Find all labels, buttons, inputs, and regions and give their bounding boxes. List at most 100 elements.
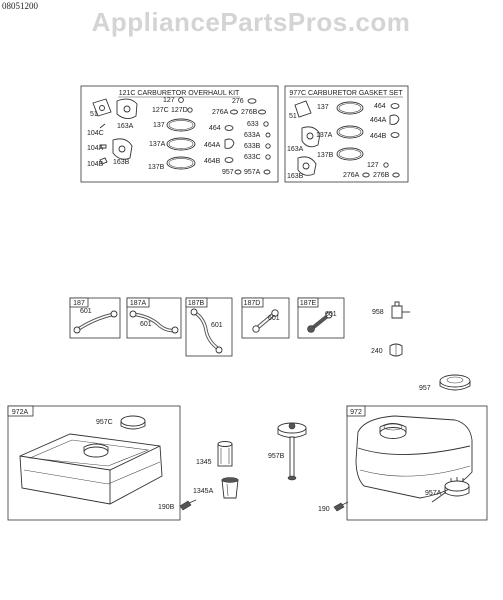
hose-187b-clamp-a [190,308,198,316]
washer-977c-276b-shape [392,172,400,178]
label-464b: 464B [204,158,221,165]
label-137b: 137B [148,164,165,171]
label-957b: 957B [268,453,285,460]
hose-187: 187 601 [69,297,121,339]
label-276: 276 [232,98,244,105]
hose-187-title: 187 [73,300,85,307]
label-957a: 957A [244,169,261,176]
hose-187a-part-label: 601 [140,321,152,328]
label-957a-tank: 957A [425,490,442,497]
gasket-163a-shape [116,98,138,119]
oring-977c-137a-shape [336,125,364,139]
fuel-gauge-957b: 957B [268,422,307,481]
gasket-163b-hole [118,145,126,153]
label-977c-276b: 276B [373,172,390,179]
seal-464-shape [224,125,234,131]
washer-276a-shape [230,109,238,115]
label-957: 957 [222,169,234,176]
label-127c: 127C [152,107,169,114]
label-633: 633 [247,121,259,128]
washer-276-shape [247,98,257,104]
gasket-163a-hole [123,105,131,113]
hose-187e-clamp-b [325,311,333,319]
gasket-51-977c-shape [294,100,312,118]
pin-104a-shape [99,144,107,149]
gauge-957b-stem [289,436,295,478]
label-190b: 190B [158,504,175,511]
label-1345: 1345 [196,459,212,466]
label-163b: 163B [113,159,130,166]
part-957-shape [234,169,242,175]
tank-972a-body [19,433,163,505]
hose-187b-tube-highlight [193,311,221,351]
fuel-line-clip-240: 240 [371,343,403,357]
hose-187d-frame [241,297,290,339]
label-190: 190 [318,506,330,513]
hose-187a: 187A 601 [126,297,182,339]
pin-104b-shape [99,157,108,165]
hose-187d-part-label: 601 [268,315,280,322]
label-977c-163a: 163A [287,146,304,153]
valve-958-body [391,305,403,319]
label-977c-276a: 276A [343,172,360,179]
tank-972-tab [346,405,366,417]
hose-187a-clamp-b [171,326,179,334]
label-276b: 276B [241,109,258,116]
oring-977c-137b-shape [336,147,364,161]
cap-957c-side [120,421,146,430]
fuel-strainer-1345: 1345 [196,441,233,467]
label-127: 127 [163,97,175,104]
tank-972-filler-neck [379,427,407,439]
fuel-shutoff-958: 958 [372,301,410,319]
label-977c-127: 127 [367,162,379,169]
tank-972a-top-panel [28,439,150,467]
hose-187-clamp-a [73,326,81,334]
oring-137a-inner [168,139,194,149]
seal-977c-464a-shape [389,114,400,125]
oring-977c-137-shape [336,101,364,115]
label-137: 137 [153,122,165,129]
hose-187b-clamp-b [215,346,223,354]
label-957: 957 [419,385,431,392]
label-163a: 163A [117,123,134,130]
strainer-1345-body [217,443,233,467]
hose-187b-frame [185,297,233,357]
oring-137-shape [166,118,196,132]
label-276a: 276A [212,109,229,116]
ring-127-shape [178,97,184,103]
cap-957c-top [120,415,146,427]
label-977c-137: 137 [317,104,329,111]
fuel-tank-972: 972 957A [346,405,488,521]
washer-977c-276a-shape [362,172,370,178]
gasket-set-977c: 977C CARBURETOR GASKET SET 51 137 137A 1… [284,85,409,183]
label-977c-163b: 163B [287,173,304,180]
gasket-977c-163a-hole [306,132,314,140]
hose-187d-clamp-a [252,325,260,333]
label-977c-51: 51 [289,113,297,120]
ring-977c-127-shape [383,162,389,168]
oring-977c-137a-inner [338,127,362,137]
washer-276b-shape [258,109,266,115]
fuel-cap-957: 957 [419,374,471,392]
gasket-51-shape [92,98,112,117]
hose-187d-title: 187D [244,300,261,307]
label-977c-137b: 137B [317,152,334,159]
bolt-190-head [333,502,345,512]
hose-187e-part-label: 601 [325,311,337,318]
hose-187a-tube-highlight [131,313,177,332]
fuel-tank-972a: 972A 957C [7,405,181,521]
label-958: 958 [372,309,384,316]
cap-957a-grips [450,477,464,482]
tank-972-filler-opening [383,423,403,431]
hose-187b-tab [185,297,208,308]
overhaul-kit-121c: 121C CARBURETOR OVERHAUL KIT 51 163A 104… [80,85,279,183]
label-633b: 633B [244,143,261,150]
label-51: 51 [90,111,98,118]
hose-187-part-label: 601 [80,308,92,315]
hose-187e-title: 187E [300,300,317,307]
kit-977c-title: 977C CARBURETOR GASKET SET [289,90,403,97]
tank-972-seam [359,465,471,477]
hose-187d: 187D 601 [241,297,290,339]
part-957a-shape [263,169,271,175]
